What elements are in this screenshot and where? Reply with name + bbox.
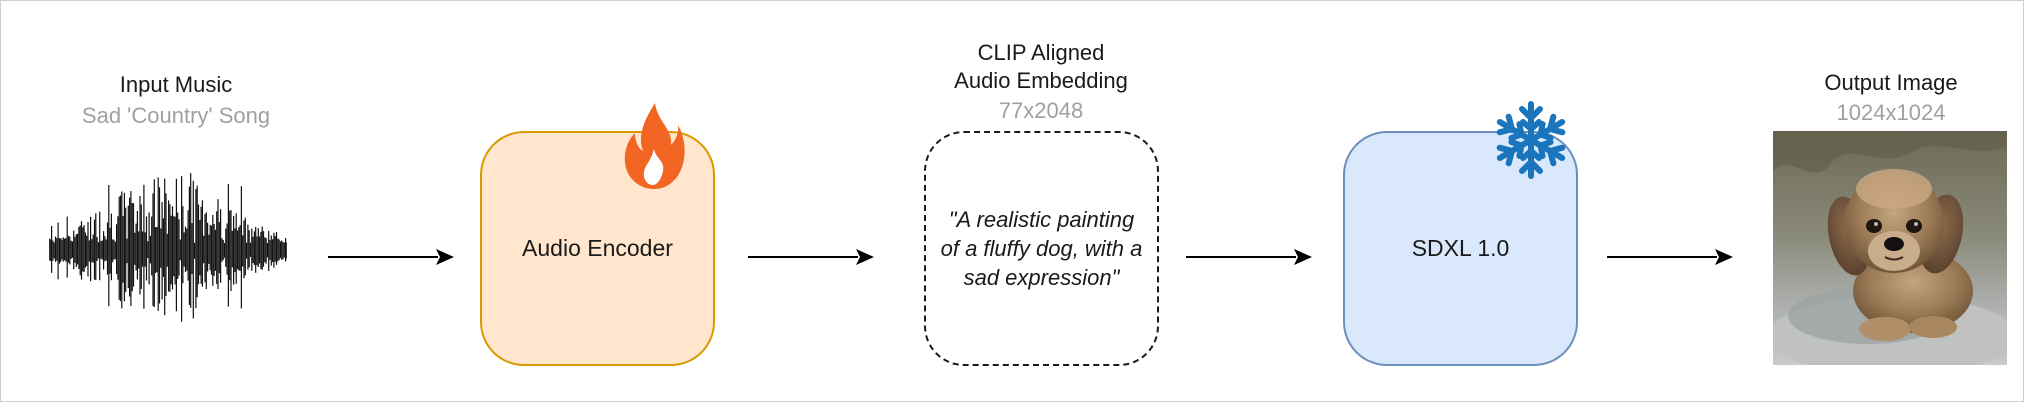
embedding-title-line2: Audio Embedding <box>954 68 1128 93</box>
sdxl-label: SDXL 1.0 <box>1411 235 1510 261</box>
prompt-line-1: "A realistic painting <box>948 207 1135 232</box>
arrow-4 <box>1607 249 1733 265</box>
output-title: Output Image <box>1824 70 1958 95</box>
output-dims: 1024x1024 <box>1836 100 1946 125</box>
audio-waveform-icon <box>49 173 287 322</box>
input-music-subtitle: Sad 'Country' Song <box>81 103 271 128</box>
arrow-1 <box>328 249 454 265</box>
embedding-title-line1: CLIP Aligned <box>977 40 1105 65</box>
fire-icon <box>624 103 685 189</box>
embedding-prompt-text: "A realistic painting of a fluffy dog, w… <box>933 205 1151 292</box>
prompt-line-2: of a fluffy dog, with a <box>940 236 1143 261</box>
output-dog-image <box>1773 131 2007 365</box>
arrow-2 <box>748 249 874 265</box>
embedding-dims: 77x2048 <box>998 98 1084 123</box>
snowflake-icon <box>1491 101 1571 181</box>
prompt-line-3: sad expression" <box>963 265 1120 290</box>
audio-encoder-label: Audio Encoder <box>522 235 673 261</box>
input-music-title: Input Music <box>119 72 233 97</box>
arrow-3 <box>1186 249 1312 265</box>
embedding-box: "A realistic painting of a fluffy dog, w… <box>924 131 1159 366</box>
